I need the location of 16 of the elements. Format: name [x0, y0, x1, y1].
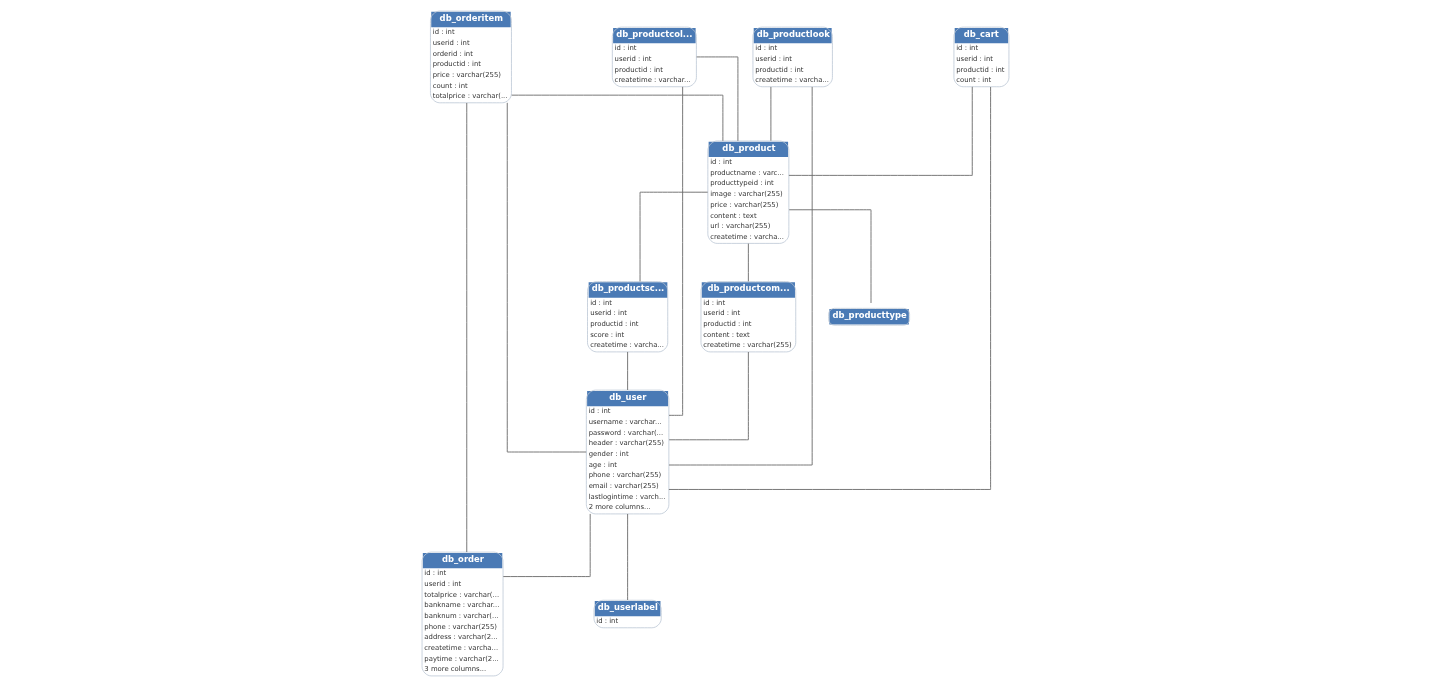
connector: [668, 86, 992, 490]
connector: [668, 86, 813, 466]
connector: [511, 94, 724, 142]
connector: [747, 243, 749, 282]
connector: [466, 102, 468, 553]
connector: [639, 191, 709, 282]
connector: [668, 351, 749, 441]
connector: [788, 209, 872, 304]
connector: [627, 513, 629, 601]
connector: [502, 513, 591, 578]
connector: [770, 86, 772, 142]
connector: [788, 86, 973, 176]
connector: [696, 56, 739, 142]
connector: [506, 102, 587, 453]
connector: [627, 351, 629, 391]
connector: [668, 86, 684, 416]
